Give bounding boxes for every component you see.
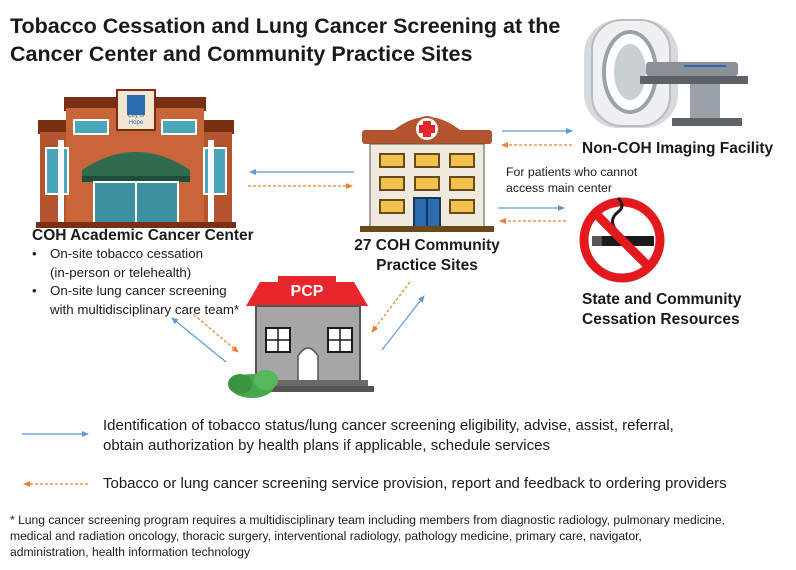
pcp-house-icon [228, 276, 374, 398]
footnote: * Lung cancer screening program requires… [10, 513, 725, 560]
academic-center-label: COH Academic Cancer Center [32, 227, 254, 244]
cessation-resources-label: State and Community Cessation Resources [582, 291, 742, 328]
academic-center-sign: City of Hope [127, 113, 145, 126]
title-line-1: Tobacco Cessation and Lung Cancer Screen… [10, 14, 561, 38]
academic-center-services: •On-site tobacco cessation (in-person or… [32, 245, 282, 319]
ct-scanner-icon [584, 19, 748, 128]
imaging-note: For patients who cannot access main cent… [506, 165, 638, 195]
service-item-detail: with multidisciplinary care team* [50, 301, 240, 317]
arrow-community-to-pcp [371, 281, 411, 333]
legend-orange-text: Tobacco or lung cancer screening service… [103, 475, 727, 492]
service-item: •On-site tobacco cessation [32, 246, 203, 261]
legend-blue-text: Identification of tobacco status/lung ca… [103, 417, 674, 454]
arrow-pcp-to-community [381, 295, 425, 351]
title-line-2: Cancer Center and Community Practice Sit… [10, 42, 473, 66]
arrow-pcp-to-academic [171, 317, 227, 363]
no-smoking-icon [579, 196, 665, 283]
community-sites-label: 27 COH Community Practice Sites [354, 237, 500, 274]
service-item-detail: (in-person or telehealth) [50, 264, 192, 280]
academic-center-building-icon [36, 89, 236, 228]
flow-arrows [22, 128, 573, 487]
arrow-academic-to-pcp [185, 307, 239, 353]
community-practice-building-icon [360, 116, 494, 232]
imaging-facility-label: Non-COH Imaging Facility [582, 140, 774, 157]
service-item: •On-site lung cancer screening [32, 283, 227, 298]
pcp-label: PCP [290, 283, 324, 300]
diagram-title: Tobacco Cessation and Lung Cancer Screen… [10, 12, 570, 68]
